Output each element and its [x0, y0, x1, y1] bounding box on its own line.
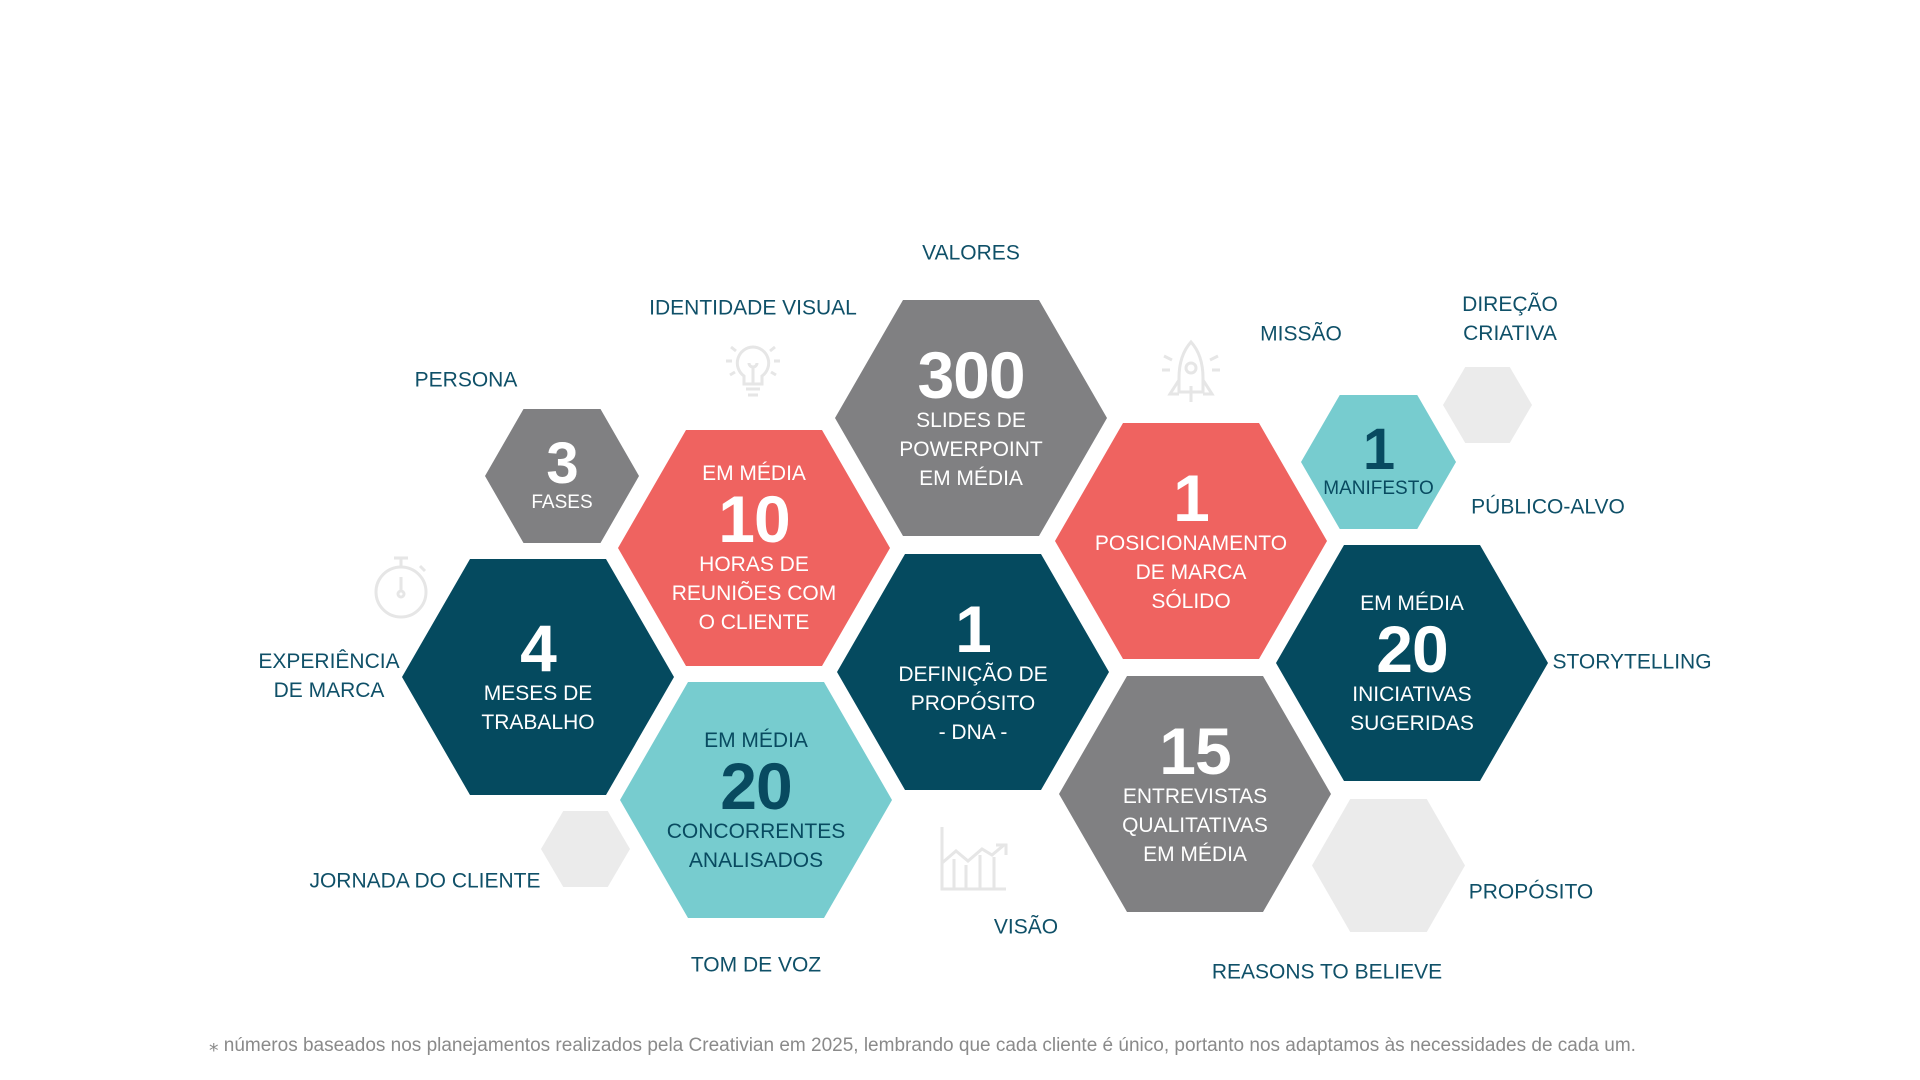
- hexagon-caption: REUNIÕES COM: [671, 582, 837, 605]
- footnote: ⁎ números baseados nos planejamentos rea…: [209, 1035, 1636, 1056]
- hexagon-number: 4: [520, 611, 557, 685]
- hexagon-prefix: EM MÉDIA: [704, 728, 808, 752]
- label-persona: PERSONA: [414, 368, 518, 392]
- label-visao: VISÃO: [993, 915, 1059, 939]
- label-tom-de-voz: TOM DE VOZ: [690, 953, 822, 977]
- hexagon-caption: FASES: [531, 492, 593, 513]
- hexagon-caption: PROPÓSITO: [910, 691, 1036, 715]
- hexagon-caption: POWERPOINT: [899, 437, 1043, 461]
- hexagon-caption: MANIFESTO: [1323, 478, 1434, 499]
- hexagon-caption: EM MÉDIA: [919, 466, 1023, 490]
- hexagon-number: 3: [546, 431, 578, 496]
- hexagon-number: 10: [718, 482, 790, 556]
- label-reasons-to-believe: REASONS TO BELIEVE: [1211, 960, 1443, 984]
- label-line: DE MARCA: [273, 679, 385, 702]
- hexagon-number: 1: [1362, 417, 1395, 482]
- label-line: DIREÇÃO: [1462, 293, 1558, 316]
- hexagon-caption: INICIATIVAS: [1352, 682, 1472, 706]
- label-line: EXPERIÊNCIA: [258, 650, 400, 673]
- hexagon-caption: CONCORRENTES: [666, 819, 846, 843]
- lightbulb-icon: [726, 345, 780, 397]
- hexagon-number: 1: [1173, 460, 1210, 535]
- hexagon-caption: SUGERIDAS: [1350, 711, 1474, 735]
- hexagon-number: 20: [1376, 611, 1448, 686]
- hexagon-caption: ENTREVISTAS: [1122, 784, 1268, 808]
- hexagon-caption: TRABALHO: [481, 711, 595, 734]
- decorative-hexagon: [541, 811, 630, 887]
- hexagon-number: 300: [917, 337, 1025, 412]
- label-identidade-visual: IDENTIDADE VISUAL: [649, 296, 857, 320]
- label-publico-alvo: PÚBLICO-ALVO: [1471, 495, 1625, 519]
- hexagon-number: 1: [955, 591, 992, 666]
- label-jornada-do-cliente: JORNADA DO CLIENTE: [309, 869, 541, 893]
- stopwatch-icon: [374, 556, 428, 619]
- hexagon-caption: ANALISADOS: [688, 848, 824, 872]
- decorative-hexagon: [1312, 799, 1465, 932]
- label-experiencia-de-marca: EXPERIÊNCIA DE MARCA: [258, 647, 399, 705]
- hexagon-caption: HORAS DE: [699, 553, 809, 576]
- hexagon-caption: SLIDES DE: [916, 408, 1026, 432]
- hexagon-caption: POSICIONAMENTO: [1094, 531, 1288, 555]
- hexagon-caption: MESES DE: [483, 682, 593, 705]
- hexagon-caption: DE MARCA: [1135, 560, 1247, 584]
- label-proposito: PROPÓSITO: [1468, 880, 1594, 904]
- label-direcao-criativa: DIREÇÃO CRIATIVA: [1462, 290, 1558, 348]
- label-storytelling: STORYTELLING: [1552, 650, 1712, 674]
- hexagon-number: 20: [720, 748, 792, 823]
- hexagon-prefix: EM MÉDIA: [1360, 591, 1464, 615]
- hexagon-prefix: EM MÉDIA: [702, 462, 806, 485]
- decorative-hexagon: [1443, 367, 1532, 443]
- label-line: CRIATIVA: [1463, 322, 1557, 345]
- label-missao: MISSÃO: [1260, 322, 1342, 346]
- hexagon-caption: O CLIENTE: [698, 611, 810, 634]
- hexagon-caption: DEFINIÇÃO DE: [898, 662, 1048, 686]
- growth-chart-icon: [940, 827, 1008, 891]
- hexagon-caption: QUALITATIVAS: [1122, 813, 1268, 837]
- hexagon-caption: - DNA -: [938, 720, 1008, 744]
- hexagon-caption: SÓLIDO: [1151, 589, 1231, 613]
- hexagon-number: 15: [1159, 713, 1231, 788]
- hexagon-caption: EM MÉDIA: [1143, 842, 1247, 866]
- rocket-icon: [1162, 339, 1220, 402]
- label-valores: VALORES: [922, 241, 1020, 265]
